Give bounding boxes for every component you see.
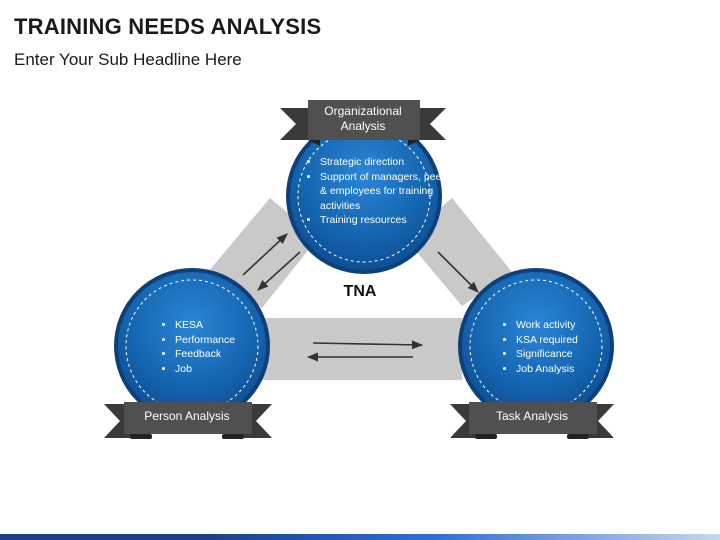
- list-item: Strategic direction: [320, 155, 448, 170]
- person-analysis-list: KESA Performance Feedback Job: [161, 318, 275, 376]
- banner-label-task: Task Analysis: [495, 409, 569, 423]
- arrow-icon-org-to-task: [437, 251, 479, 293]
- list-item: Support of managers, peer & employees fo…: [320, 170, 448, 214]
- footer-accent-bar: [0, 534, 720, 540]
- list-item: KSA required: [516, 333, 616, 348]
- org-analysis-list: Strategic direction Support of managers,…: [306, 155, 448, 228]
- banner-person: [104, 402, 272, 439]
- center-label-tna: TNA: [343, 283, 377, 300]
- banner-label-person: Person Analysis: [144, 409, 230, 423]
- node-person: [114, 268, 270, 424]
- list-item: Job Analysis: [516, 362, 616, 377]
- connector-band-left: [208, 198, 318, 308]
- banner-task: [450, 402, 614, 439]
- node-task: [458, 268, 614, 424]
- connector-band-bottom: [262, 318, 462, 380]
- list-item: Work activity: [516, 318, 616, 333]
- list-item: Performance: [175, 333, 275, 348]
- list-item: Training resources: [320, 213, 448, 228]
- list-item: KESA: [175, 318, 275, 333]
- banner-organizational: [280, 100, 446, 146]
- node-organizational: [286, 118, 442, 274]
- page-subtitle: Enter Your Sub Headline Here: [14, 50, 242, 69]
- arrow-icon-org-to-person: [257, 251, 301, 291]
- task-analysis-list: Work activity KSA required Significance …: [502, 318, 616, 376]
- arrow-icon-person-to-org: [242, 233, 288, 276]
- page-title: TRAINING NEEDS ANALYSIS: [14, 14, 322, 39]
- arrow-icon-person-to-task: [312, 340, 424, 350]
- list-item: Job: [175, 362, 275, 377]
- list-item: Feedback: [175, 347, 275, 362]
- banner-label-organizational: Organizational Analysis: [324, 104, 402, 133]
- list-item: Significance: [516, 347, 616, 362]
